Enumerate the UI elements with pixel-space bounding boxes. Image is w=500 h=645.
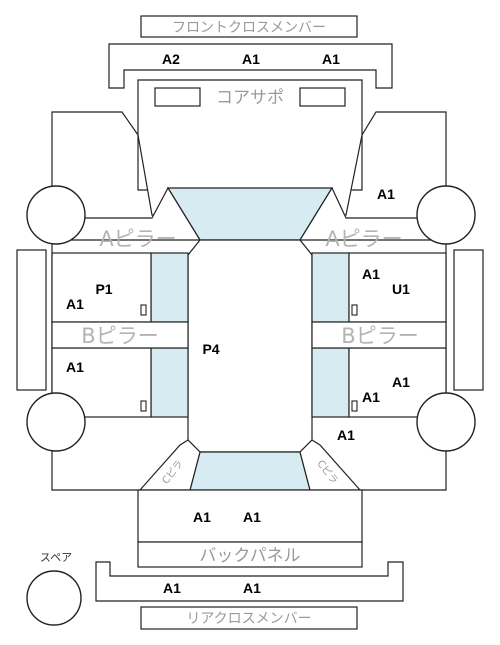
right-rear-window[interactable] bbox=[311, 347, 350, 418]
grade-right-rear-quarter: A1 bbox=[337, 427, 355, 443]
right-front-door-handle bbox=[351, 304, 358, 316]
wheel-rear-left bbox=[26, 392, 86, 452]
core-support-label: コアサポ bbox=[216, 88, 284, 108]
grade-left-front-door-p: P1 bbox=[95, 281, 112, 297]
b-pillar-left-label: Bピラー bbox=[81, 324, 158, 348]
front-cross-member-label: フロントクロスメンバー bbox=[172, 20, 326, 36]
spare-tire bbox=[26, 570, 82, 626]
grade-left-front-door: A1 bbox=[66, 296, 84, 312]
left-side-sill[interactable] bbox=[16, 249, 47, 391]
right-rear-door-handle bbox=[351, 400, 358, 412]
wheel-front-right bbox=[416, 185, 476, 245]
right-front-door[interactable] bbox=[348, 252, 447, 323]
grade-trunk-1: A1 bbox=[193, 509, 211, 525]
grade-right-rear-door-2: A1 bbox=[362, 389, 380, 405]
grade-roof: P4 bbox=[202, 341, 219, 357]
grade-right-front-fender: A1 bbox=[377, 186, 395, 202]
right-front-window[interactable] bbox=[311, 252, 350, 323]
left-rear-window[interactable] bbox=[150, 347, 189, 418]
grade-front-cross-3: A1 bbox=[322, 51, 340, 67]
rear-cross-member-label-box bbox=[140, 606, 358, 630]
back-panel[interactable] bbox=[137, 541, 363, 568]
b-pillar-right[interactable] bbox=[311, 321, 447, 349]
left-front-door[interactable] bbox=[51, 252, 152, 323]
rear-window[interactable] bbox=[189, 451, 311, 491]
left-front-door-handle bbox=[140, 304, 147, 316]
b-pillar-right-label: Bピラー bbox=[341, 324, 418, 348]
back-panel-label: バックパネル bbox=[199, 546, 300, 566]
front-cross-member bbox=[108, 43, 393, 89]
grade-front-cross-1: A2 bbox=[162, 51, 180, 67]
grade-left-rear-door: A1 bbox=[66, 359, 84, 375]
right-side-sill[interactable] bbox=[453, 249, 484, 391]
rear-cross-member bbox=[95, 561, 404, 602]
grade-rear-cross-2: A1 bbox=[243, 580, 261, 596]
core-support-panel bbox=[137, 79, 363, 216]
b-pillar-left[interactable] bbox=[51, 321, 189, 349]
trunk-lid[interactable] bbox=[137, 489, 363, 543]
grade-right-front-door-1: A1 bbox=[362, 266, 380, 282]
grade-front-cross-2: A1 bbox=[242, 51, 260, 67]
left-front-window[interactable] bbox=[150, 252, 189, 323]
grade-rear-cross-1: A1 bbox=[163, 580, 181, 596]
left-rear-door-handle bbox=[140, 400, 147, 412]
wheel-front-left bbox=[26, 185, 86, 245]
grade-right-front-door-2: U1 bbox=[392, 281, 410, 297]
wheel-rear-right bbox=[416, 392, 476, 452]
headlight-right bbox=[299, 87, 346, 107]
headlight-left bbox=[154, 87, 201, 107]
grade-right-rear-door-1: A1 bbox=[392, 374, 410, 390]
rear-cross-member-label: リアクロスメンバー bbox=[186, 611, 311, 627]
a-pillar-right-label: Aピラー bbox=[325, 227, 402, 251]
front-cross-member-label-box bbox=[140, 15, 358, 38]
spare-label: スペア bbox=[40, 551, 72, 564]
a-pillar-left-label: Aピラー bbox=[99, 227, 176, 251]
grade-trunk-2: A1 bbox=[243, 509, 261, 525]
